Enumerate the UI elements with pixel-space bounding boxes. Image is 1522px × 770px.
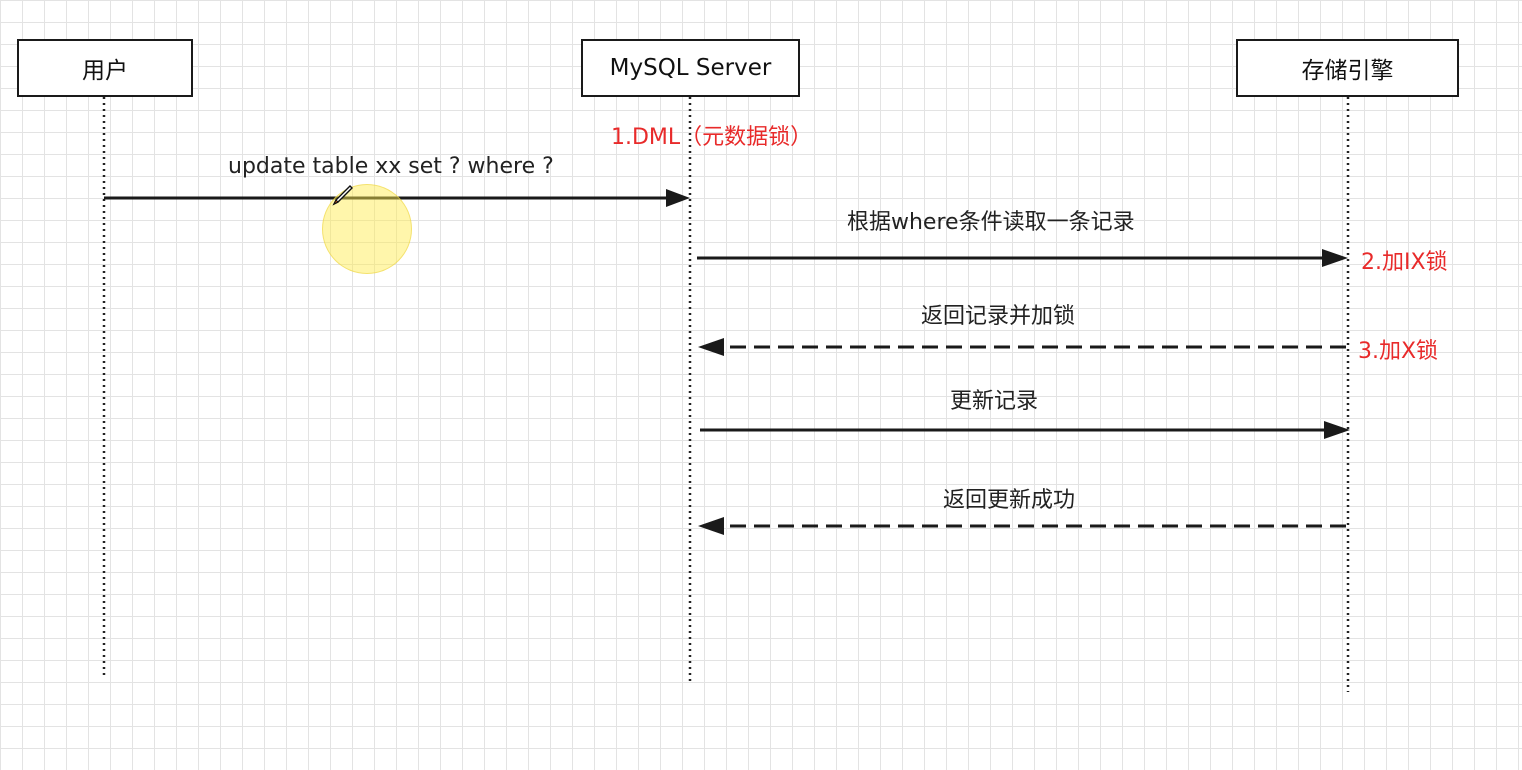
note-ix-lock: 2.加IX锁 bbox=[1361, 250, 1448, 275]
pencil-icon bbox=[332, 185, 353, 206]
message-arrow-2 bbox=[697, 249, 1348, 267]
participant-storage-engine[interactable]: 存储引擎 bbox=[1236, 39, 1459, 97]
participant-user-label: 用户 bbox=[82, 58, 128, 84]
participant-mysql-server[interactable]: MySQL Server bbox=[581, 39, 800, 97]
message-label-4: 更新记录 bbox=[950, 389, 1039, 414]
message-arrow-3 bbox=[698, 338, 1346, 356]
note-x-lock: 3.加X锁 bbox=[1358, 339, 1439, 364]
note-dml-metadata-lock: 1.DML（元数据锁） bbox=[611, 125, 813, 150]
message-arrow-5 bbox=[698, 517, 1346, 535]
message-label-3: 返回记录并加锁 bbox=[921, 304, 1076, 329]
participant-engine-label: 存储引擎 bbox=[1301, 58, 1394, 84]
message-label-5: 返回更新成功 bbox=[943, 488, 1076, 513]
message-label-2: 根据where条件读取一条记录 bbox=[847, 210, 1135, 235]
message-label-1: update table xx set ? where ? bbox=[228, 154, 554, 179]
participant-server-label: MySQL Server bbox=[609, 55, 772, 81]
message-arrow-4 bbox=[700, 421, 1350, 439]
participant-user[interactable]: 用户 bbox=[17, 39, 193, 97]
